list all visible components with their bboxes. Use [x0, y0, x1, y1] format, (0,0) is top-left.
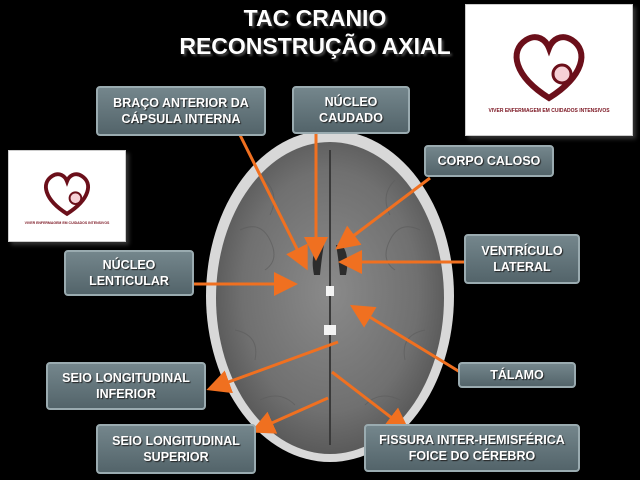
label-seio-superior: SEIO LONGITUDINAL SUPERIOR [96, 424, 256, 474]
title-line-2: RECONSTRUÇÃO AXIAL [179, 33, 451, 59]
label-text: NÚCLEO [102, 258, 156, 272]
label-fissura: FISSURA INTER-HEMISFÉRICA FOICE DO CÉREB… [364, 424, 580, 472]
label-nucleo-lenticular: NÚCLEO LENTICULAR [64, 250, 194, 296]
label-text: BRAÇO ANTERIOR DA [113, 96, 249, 110]
logo-small-text: VIVER ENFERMAGEM EM CUIDADOS INTENSIVOS [24, 221, 110, 225]
label-text: FOICE DO CÉREBRO [408, 449, 536, 463]
label-text: FISSURA INTER-HEMISFÉRICA [379, 433, 565, 447]
label-text: SEIO LONGITUDINAL [112, 434, 240, 448]
heart-stethoscope-icon [43, 172, 91, 217]
label-seio-inferior: SEIO LONGITUDINAL INFERIOR [46, 362, 206, 410]
logo-small: VIVER ENFERMAGEM EM CUIDADOS INTENSIVOS [8, 150, 126, 242]
logo-large: VIVER ENFERMAGEM EM CUIDADOS INTENSIVOS [465, 4, 633, 136]
title-line-1: TAC CRANIO [243, 5, 387, 31]
page-title: TAC CRANIO RECONSTRUÇÃO AXIAL [150, 4, 480, 60]
label-text: CAUDADO [319, 111, 383, 125]
label-corpo-caloso: CORPO CALOSO [424, 145, 554, 177]
label-text: SEIO LONGITUDINAL [62, 371, 190, 385]
logo-large-text: VIVER ENFERMAGEM EM CUIDADOS INTENSIVOS [488, 108, 610, 114]
label-text: TÁLAMO [490, 368, 544, 382]
label-text: LENTICULAR [89, 274, 169, 288]
label-braco-capsula: BRAÇO ANTERIOR DA CÁPSULA INTERNA [96, 86, 266, 136]
label-text: SUPERIOR [143, 450, 209, 464]
label-text: CÁPSULA INTERNA [121, 112, 241, 126]
label-text: LATERAL [493, 260, 551, 274]
label-text: VENTRÍCULO [481, 244, 563, 258]
label-text: NÚCLEO [324, 95, 378, 109]
label-text: CORPO CALOSO [437, 154, 541, 168]
heart-stethoscope-icon [513, 34, 585, 102]
label-nucleo-caudado: NÚCLEO CAUDADO [292, 86, 410, 134]
label-text: INFERIOR [96, 387, 156, 401]
label-talamo: TÁLAMO [458, 362, 576, 388]
label-ventriculo-lateral: VENTRÍCULO LATERAL [464, 234, 580, 284]
